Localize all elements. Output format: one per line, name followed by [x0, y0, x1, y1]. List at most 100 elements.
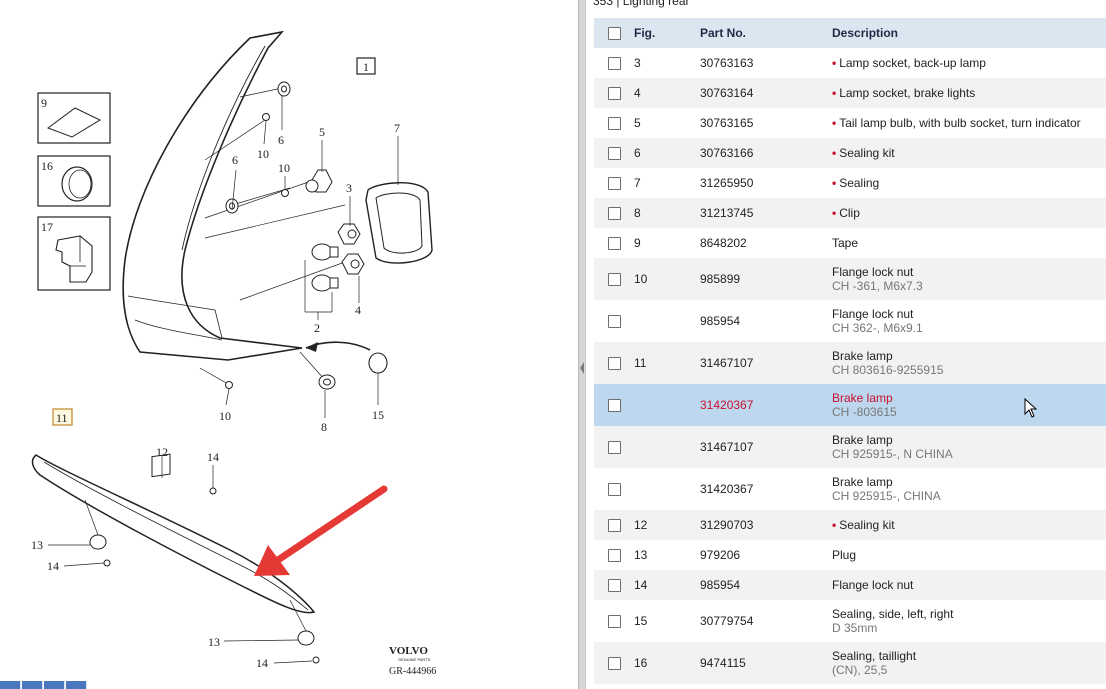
row-select-cell[interactable] — [594, 600, 634, 642]
row-select-cell[interactable] — [594, 108, 634, 138]
callout-5[interactable]: 5 — [319, 125, 325, 139]
row-select-cell[interactable] — [594, 300, 634, 342]
bulb-sockets[interactable] — [305, 169, 365, 275]
row-select-cell[interactable] — [594, 426, 634, 468]
row-checkbox[interactable] — [608, 357, 621, 371]
callout-10-lower[interactable]: 10 — [219, 409, 231, 423]
description-cell[interactable]: •Lamp socket, back-up lamp — [832, 48, 1106, 78]
row-checkbox[interactable] — [608, 657, 621, 671]
description-cell[interactable]: Sealing, taillight(CN), 25,5 — [832, 642, 1106, 684]
sealing-15[interactable] — [305, 341, 388, 374]
column-header-part-no[interactable]: Part No. — [700, 18, 832, 48]
fit-view-button[interactable] — [44, 681, 65, 689]
column-header-fig[interactable]: Fig. — [634, 18, 700, 48]
row-select-cell[interactable] — [594, 384, 634, 426]
row-select-cell[interactable] — [594, 342, 634, 384]
row-checkbox[interactable] — [608, 519, 621, 533]
row-checkbox[interactable] — [608, 177, 621, 191]
exploded-view-drawing[interactable]: 9 16 17 1 11 — [0, 0, 578, 689]
description-cell[interactable]: •Sealing kit — [832, 138, 1106, 168]
part-number-cell[interactable]: 8648202 — [700, 228, 832, 258]
callout-6-lower[interactable]: 6 — [232, 153, 238, 167]
row-select-cell[interactable] — [594, 258, 634, 300]
callout-15[interactable]: 15 — [372, 408, 384, 422]
column-header-description[interactable]: Description — [832, 18, 1106, 48]
nuts-14[interactable] — [103, 487, 320, 664]
inset-sealing[interactable]: 16 — [37, 155, 111, 207]
clip[interactable] — [318, 374, 336, 390]
callout-6-upper[interactable]: 6 — [278, 133, 284, 147]
select-all-checkbox[interactable] — [608, 27, 621, 41]
inset-tape[interactable]: 9 — [37, 92, 111, 144]
row-checkbox[interactable] — [608, 273, 621, 287]
description-cell[interactable]: •Sealing — [832, 168, 1106, 198]
row-select-cell[interactable] — [594, 540, 634, 570]
part-number-cell[interactable]: 979206 — [700, 540, 832, 570]
callout-14-upper[interactable]: 14 — [207, 450, 219, 464]
zoom-out-button[interactable] — [22, 681, 43, 689]
group-box-11[interactable] — [52, 408, 73, 426]
row-checkbox[interactable] — [608, 315, 621, 329]
description-cell[interactable]: •Lamp socket, brake lights — [832, 78, 1106, 108]
row-checkbox[interactable] — [608, 87, 621, 101]
parts-diagram[interactable]: 9 16 17 1 11 — [0, 0, 578, 689]
zoom-in-button[interactable] — [0, 681, 21, 689]
row-checkbox[interactable] — [608, 57, 621, 71]
row-select-cell[interactable] — [594, 48, 634, 78]
splitter-collapse-icon[interactable] — [580, 348, 585, 388]
part-number-cell[interactable]: 31213745 — [700, 198, 832, 228]
description-cell[interactable]: Flange lock nut — [832, 570, 1106, 600]
row-checkbox[interactable] — [608, 615, 621, 629]
gasket-sealing[interactable] — [365, 182, 433, 264]
inset-connector[interactable]: 17 — [37, 216, 111, 291]
row-checkbox[interactable] — [608, 117, 621, 131]
part-number-cell[interactable]: 31420367 — [700, 384, 832, 426]
callout-14-left[interactable]: 14 — [47, 559, 59, 573]
part-number-cell[interactable]: 985899 — [700, 258, 832, 300]
part-number-cell[interactable]: 30763165 — [700, 108, 832, 138]
plugs-13[interactable] — [89, 534, 315, 646]
pane-splitter[interactable] — [578, 0, 586, 689]
callout-8[interactable]: 8 — [321, 420, 327, 434]
row-checkbox[interactable] — [608, 147, 621, 161]
row-checkbox[interactable] — [608, 441, 621, 455]
row-select-cell[interactable] — [594, 510, 634, 540]
row-select-cell[interactable] — [594, 138, 634, 168]
callout-3[interactable]: 3 — [346, 181, 352, 195]
callout-4[interactable]: 4 — [355, 303, 361, 317]
part-number-cell[interactable]: 985954 — [700, 570, 832, 600]
row-select-cell[interactable] — [594, 78, 634, 108]
callout-13-bottom[interactable]: 13 — [208, 635, 220, 649]
high-mount-brake-lamp[interactable] — [31, 454, 316, 614]
row-checkbox[interactable] — [608, 549, 621, 563]
tail-lamp-housing[interactable] — [122, 30, 303, 361]
part-number-cell[interactable]: 31420367 — [700, 468, 832, 510]
row-checkbox[interactable] — [608, 399, 621, 413]
part-number-cell[interactable]: 31290703 — [700, 510, 832, 540]
row-select-cell[interactable] — [594, 468, 634, 510]
callout-7[interactable]: 7 — [394, 121, 400, 135]
row-select-cell[interactable] — [594, 168, 634, 198]
description-cell[interactable]: Tape — [832, 228, 1106, 258]
lock-nuts[interactable] — [225, 113, 289, 389]
part-number-cell[interactable]: 31467107 — [700, 342, 832, 384]
select-all-cell[interactable] — [594, 18, 634, 48]
row-select-cell[interactable] — [594, 642, 634, 684]
